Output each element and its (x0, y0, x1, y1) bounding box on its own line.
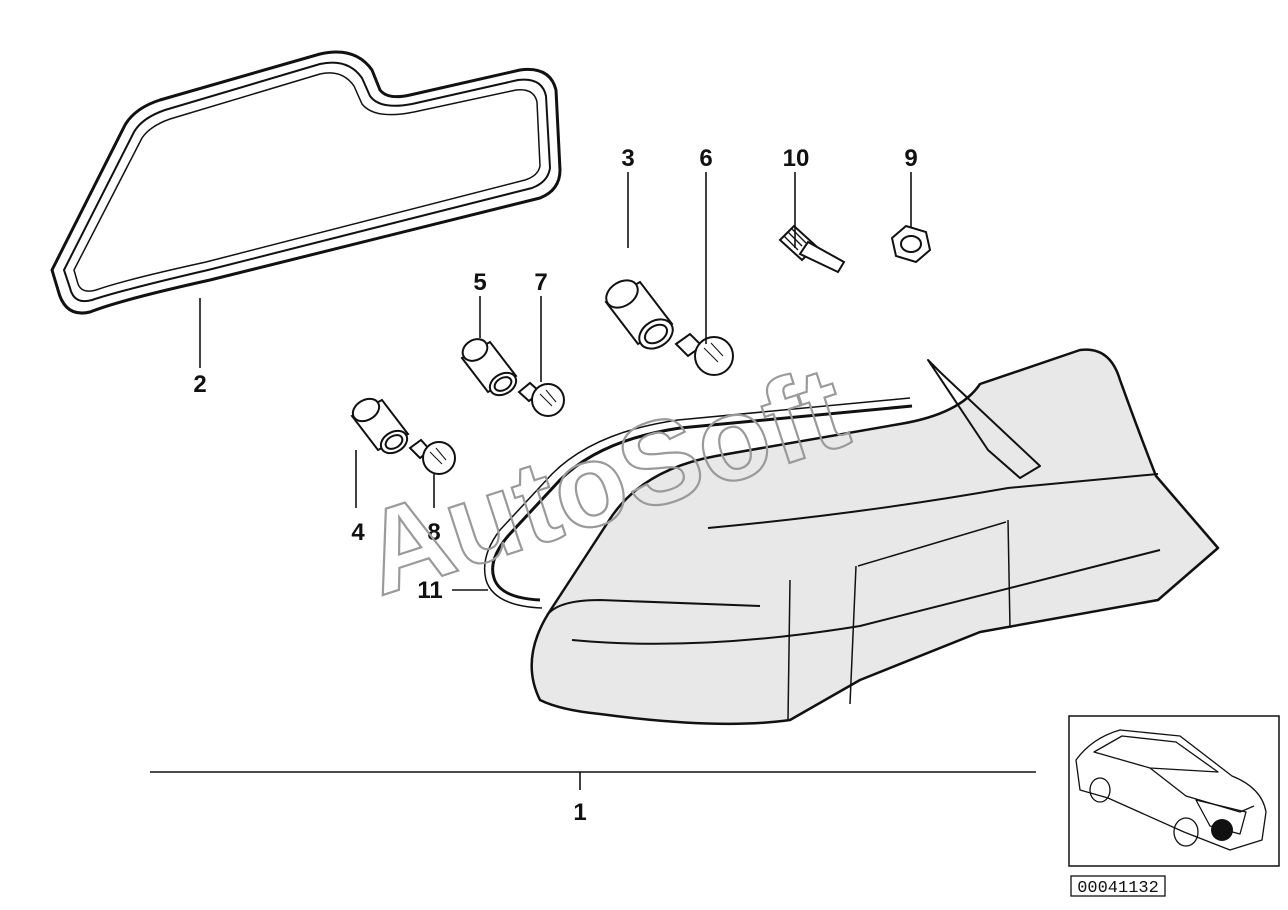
callout-3: 3 (621, 145, 634, 172)
callout-4: 4 (351, 519, 365, 546)
lamp-location-marker (1211, 819, 1233, 841)
leader-lines (150, 172, 1036, 790)
callout-9: 9 (904, 145, 917, 172)
rear-lamp (530, 348, 1220, 726)
reference-box (1070, 875, 1166, 897)
callout-11: 11 (417, 577, 442, 604)
bulb-socket-3 (604, 279, 674, 350)
callout-10: 10 (783, 145, 810, 172)
nut (890, 224, 932, 264)
callout-6: 6 (699, 145, 712, 172)
gasket (50, 50, 562, 315)
vehicle-inset (1068, 715, 1280, 867)
bulb-6 (674, 332, 734, 376)
bulb-7 (517, 381, 565, 417)
reference-number: 00041132 (1077, 879, 1159, 898)
callout-1: 1 (573, 799, 586, 826)
bulb-socket-5 (460, 338, 518, 397)
callout-5: 5 (473, 269, 486, 296)
seal-strip (483, 397, 913, 609)
callout-8: 8 (427, 519, 440, 546)
callout-7: 7 (534, 269, 547, 296)
screw (778, 224, 846, 274)
callout-2: 2 (193, 371, 206, 398)
bulb-socket-4 (350, 397, 410, 455)
bulb-8 (408, 438, 456, 475)
